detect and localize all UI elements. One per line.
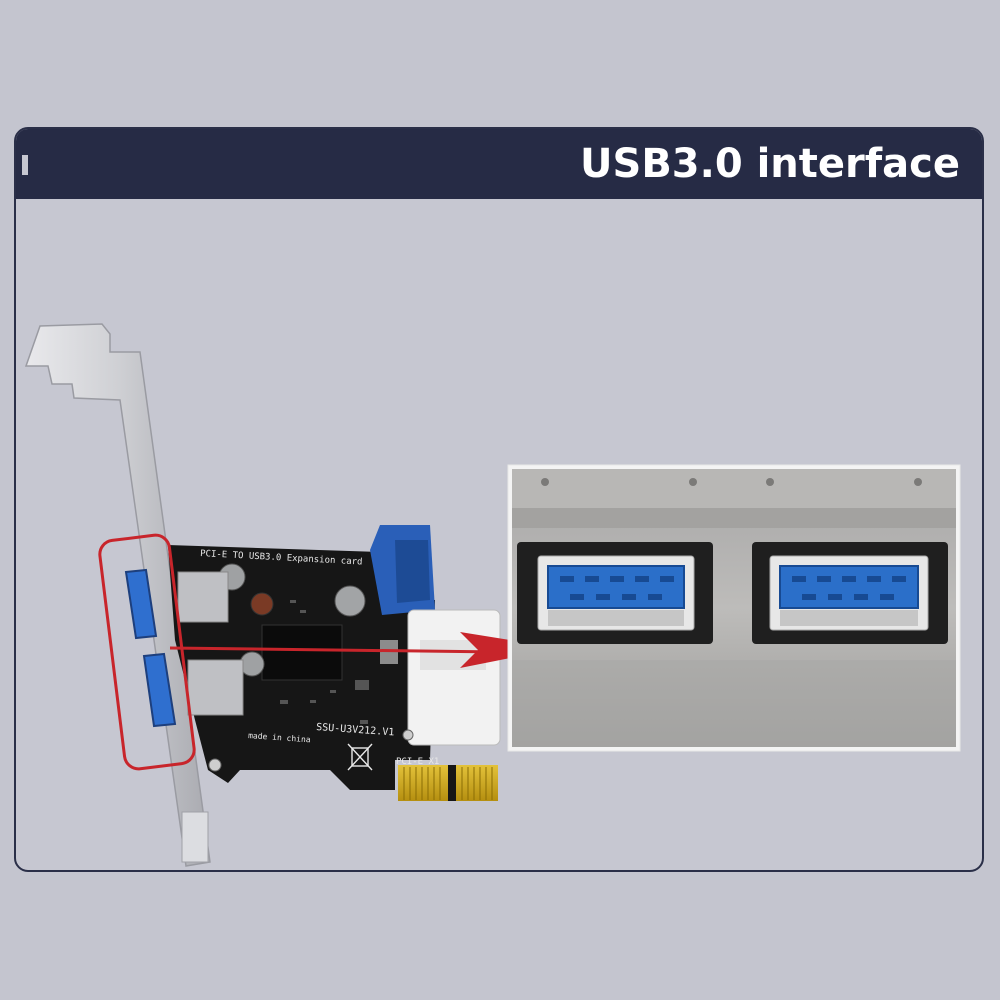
- header-bar: USB3.0 interface: [16, 129, 982, 199]
- usb-ports-bracket: [124, 568, 244, 728]
- usb-port-zoom-1: [517, 542, 713, 644]
- pcb-origin-text: made in china: [248, 731, 311, 744]
- controller-chip: [261, 624, 343, 681]
- usb-port-zoom-2: [752, 542, 948, 644]
- weee-bin-icon: [347, 743, 373, 771]
- pcb-model-text: SSU-U3V212.V1: [316, 722, 395, 738]
- power-connector: [407, 609, 501, 746]
- pcb-slot-text: PCI-E X1: [396, 757, 439, 767]
- zoom-panel: [507, 464, 961, 752]
- page-title: USB3.0 interface: [580, 141, 960, 187]
